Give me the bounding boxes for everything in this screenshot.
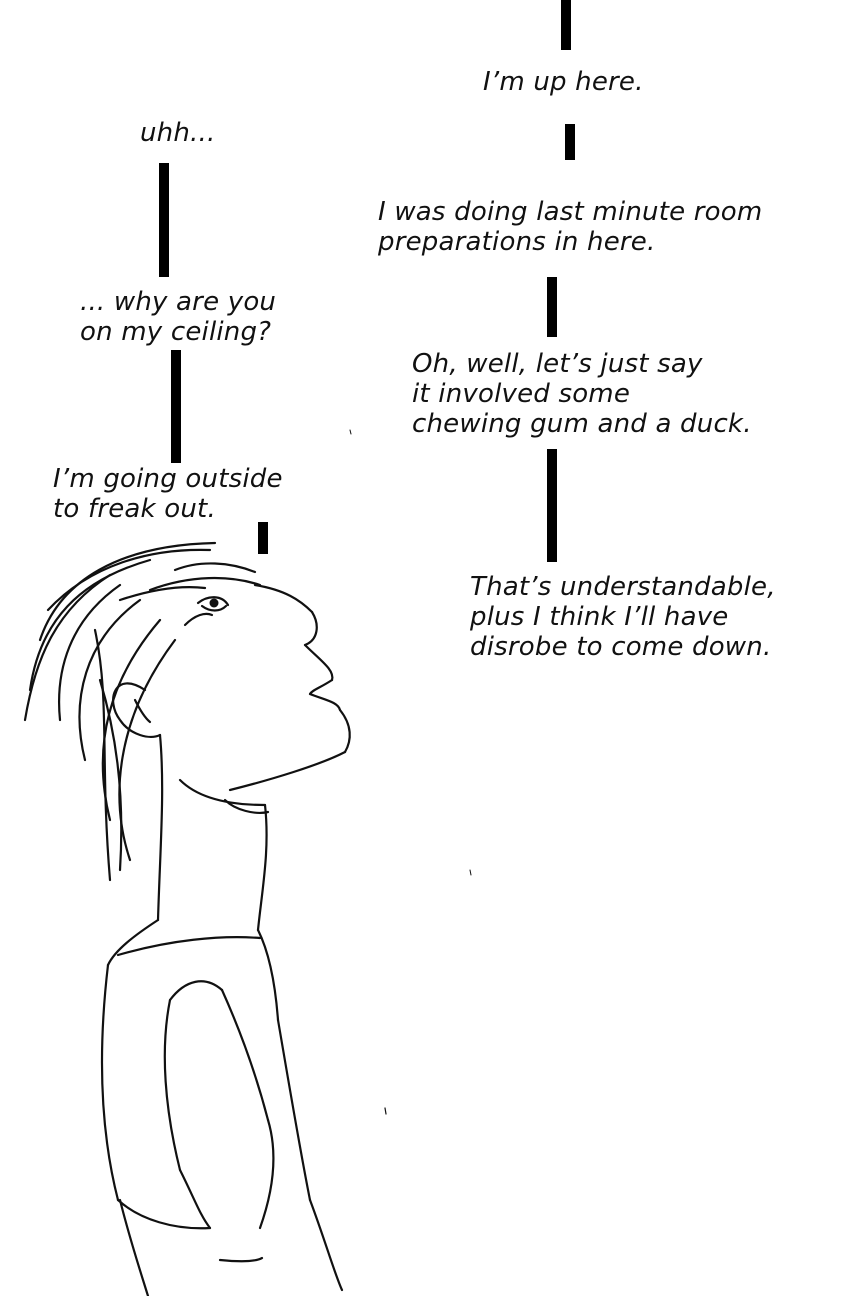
connector-bar	[547, 277, 557, 337]
connector-bar	[258, 522, 268, 554]
caption-freak-out: I’m going outside to freak out.	[53, 464, 283, 524]
connector-bar	[171, 350, 181, 463]
caption-understandable: That’s understandable, plus I think I’ll…	[470, 572, 776, 662]
caption-uhh: uhh...	[140, 118, 216, 148]
connector-bar	[561, 0, 571, 50]
caption-chewing-gum: Oh, well, let’s just say it involved som…	[412, 349, 752, 439]
connector-bar	[159, 163, 169, 277]
caption-why-ceiling: ... why are you on my ceiling?	[80, 287, 277, 347]
caption-room-preparations: I was doing last minute room preparation…	[378, 197, 763, 257]
connector-bar	[565, 124, 575, 160]
caption-im-up-here: I’m up here.	[483, 67, 644, 97]
connector-bar	[547, 449, 557, 562]
